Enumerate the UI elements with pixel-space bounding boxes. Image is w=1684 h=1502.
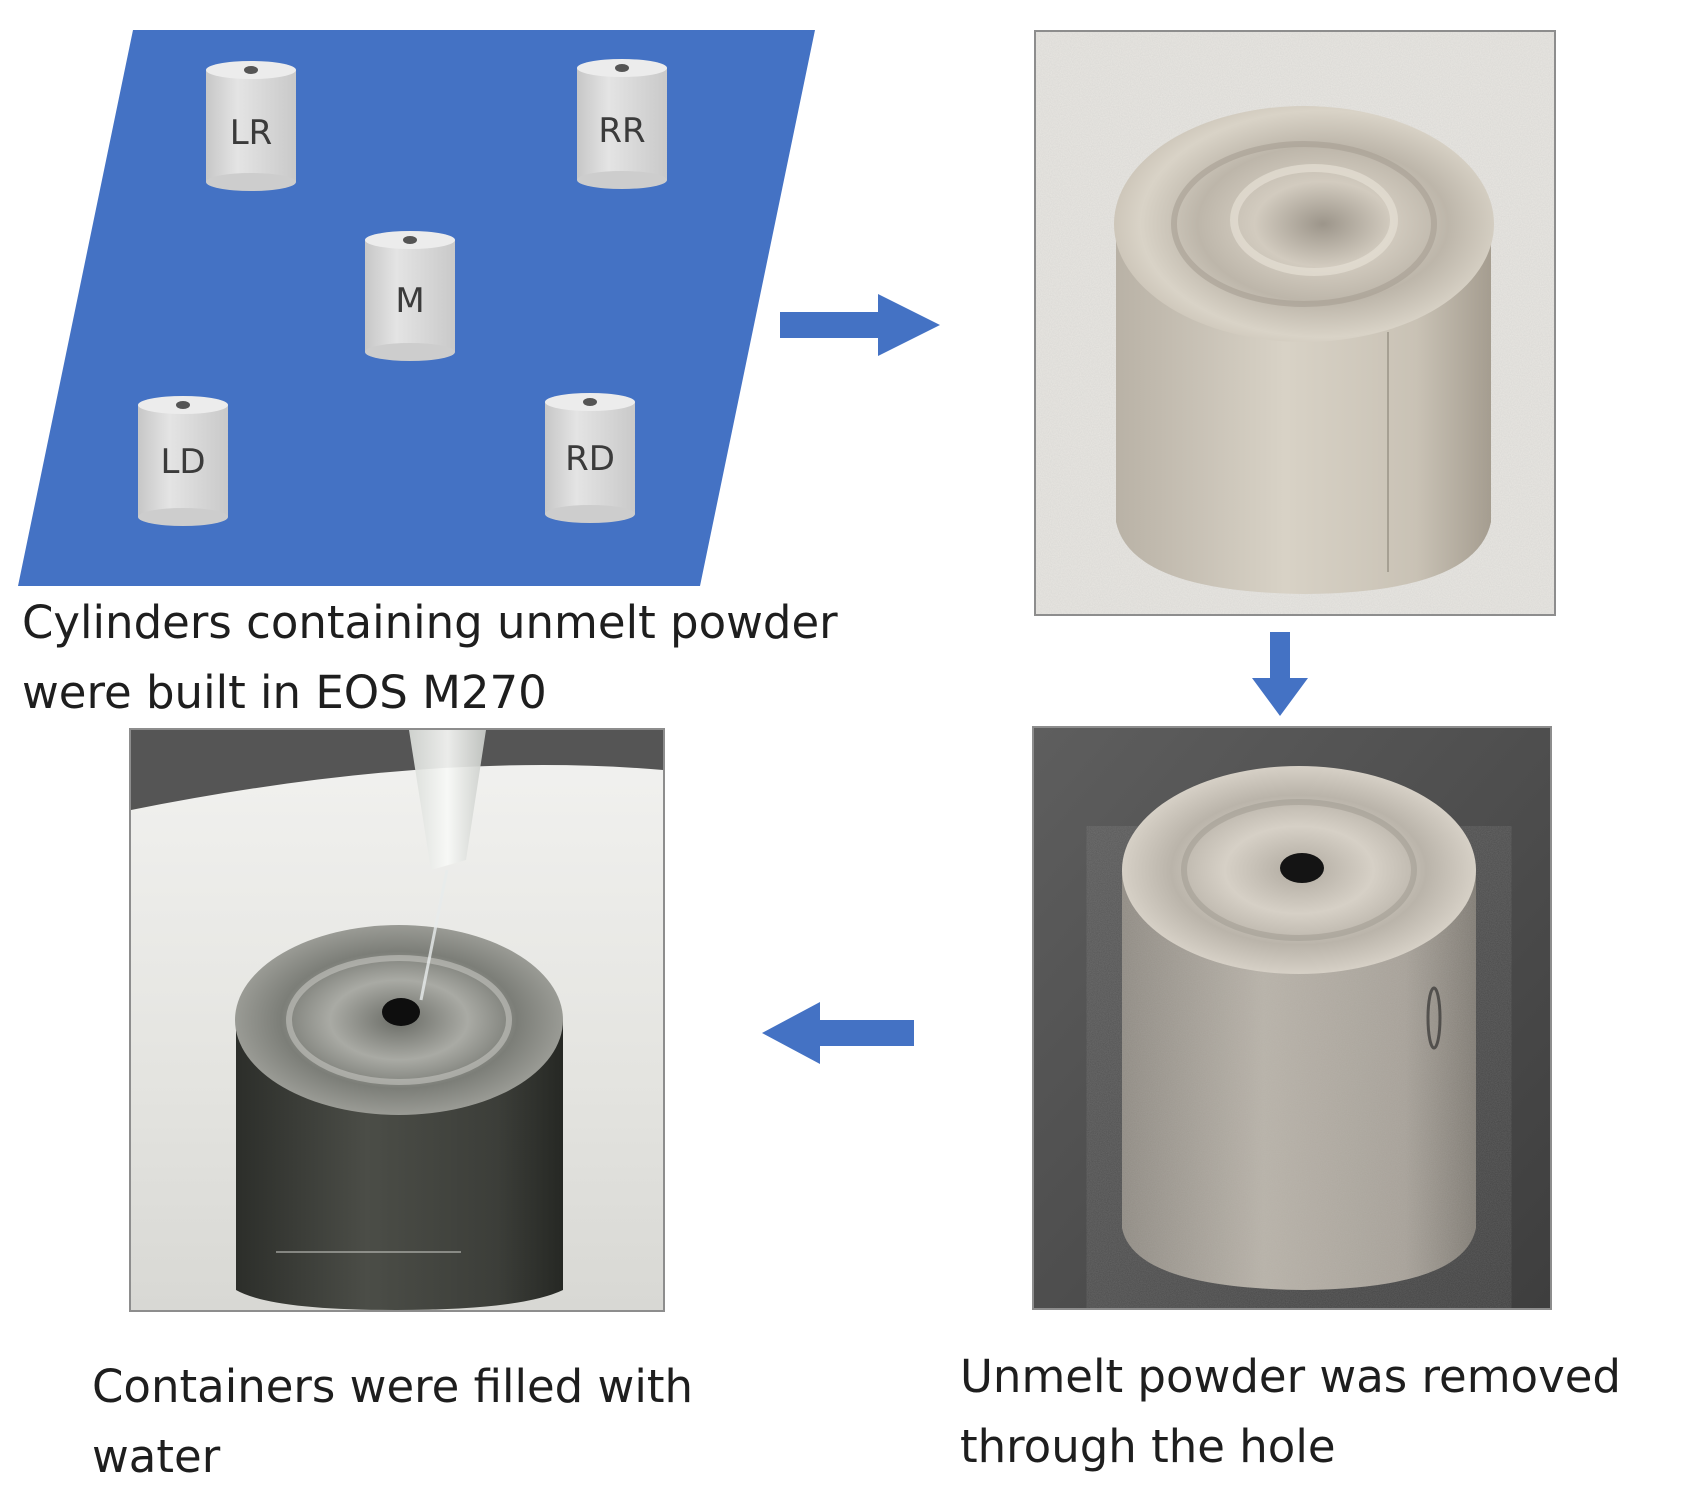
cylinder-label-lr: LR: [230, 113, 273, 153]
cylinder-label-m: M: [395, 281, 424, 321]
build-plate-diagram: LR RR M LD: [0, 0, 840, 600]
arrow-left-icon: [762, 1000, 914, 1066]
caption-build-line-2: were built in EOS M270: [22, 666, 547, 719]
caption-fill-line-1: Containers were filled with: [92, 1360, 694, 1413]
caption-build-line-1: Cylinders containing unmelt powder: [22, 596, 838, 649]
cylinder-label-rr: RR: [598, 111, 645, 151]
caption-remove-line-2: through the hole: [960, 1420, 1336, 1473]
photo-water-filled-cylinder: [129, 728, 665, 1312]
photo-powder-removed-cylinder: [1032, 726, 1552, 1310]
arrow-down-icon: [1250, 632, 1310, 716]
cylinder-ld: LD: [138, 396, 228, 526]
cylinder-rd: RD: [545, 393, 635, 523]
pipette-icon: [409, 730, 486, 870]
arrow-right-icon: [780, 290, 940, 360]
cylinder-label-rd: RD: [565, 439, 615, 479]
cylinder-label-ld: LD: [160, 442, 205, 482]
caption-remove-step: Unmelt powder was removed through the ho…: [960, 1342, 1621, 1482]
caption-remove-line-1: Unmelt powder was removed: [960, 1350, 1621, 1403]
cylinder-rr: RR: [577, 59, 667, 189]
caption-build-step: Cylinders containing unmelt powder were …: [22, 588, 838, 728]
cylinder-m: M: [365, 231, 455, 361]
cylinder-lr: LR: [206, 61, 296, 191]
caption-fill-line-2: water: [92, 1430, 221, 1483]
caption-fill-step: Containers were filled with water: [92, 1352, 693, 1492]
photo-as-built-cylinder: [1034, 30, 1556, 616]
drain-hole-icon: [1280, 853, 1324, 883]
fill-hole-icon: [382, 998, 420, 1026]
